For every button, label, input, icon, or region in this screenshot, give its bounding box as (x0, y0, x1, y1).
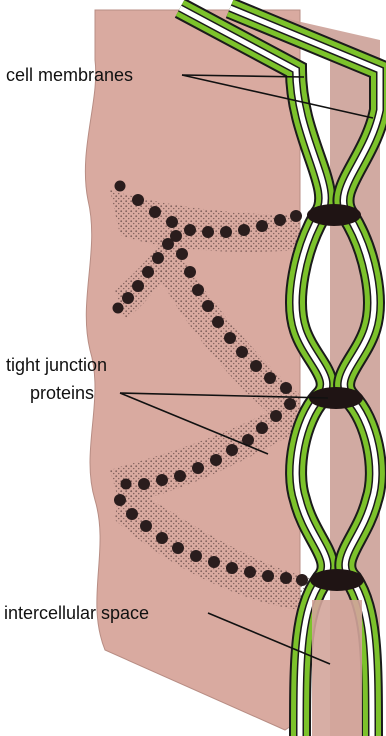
label-tight-junction-line1: tight junction (6, 355, 107, 375)
intercellular-space (312, 600, 362, 736)
label-cell-membranes: cell membranes (6, 65, 133, 85)
label-tight-junction-line2: proteins (30, 383, 94, 403)
label-intercellular-space: intercellular space (4, 603, 149, 623)
